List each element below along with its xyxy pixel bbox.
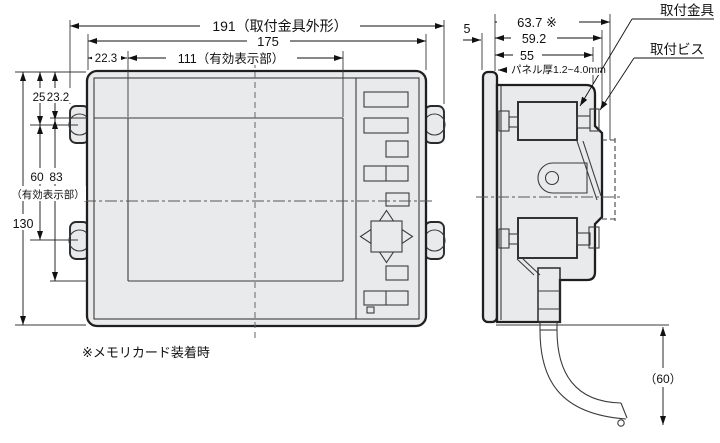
front-face-inner-edge (93, 77, 420, 320)
mount-tab-top-right (424, 105, 445, 144)
connector-neck (539, 321, 558, 331)
cable-inner-curve (556, 329, 622, 404)
button-small-1 (385, 140, 409, 158)
ground-tab-hole (544, 170, 560, 186)
side-view (476, 70, 628, 427)
memory-card-outline (602, 138, 616, 221)
button-wide-2 (363, 117, 409, 134)
dim-label-23-2: 23.2 (47, 92, 69, 104)
button-small-2 (385, 192, 410, 207)
dpad-down-arrow-icon (378, 251, 395, 264)
button-small-3 (385, 265, 409, 281)
device-body-front (85, 69, 428, 328)
mounting-bracket-upper (498, 101, 602, 201)
dim-label-63-7: 63.7 ※ (517, 15, 557, 30)
panel-thickness-note: パネル厚1.2~4.0mm (511, 64, 606, 76)
cable-connector (537, 267, 628, 427)
screw-head-upper (589, 108, 600, 132)
dim-label-22-3: 22.3 (95, 53, 117, 65)
keypad-buttons (363, 91, 410, 314)
dim-label-111: 111（有効表示部） (178, 51, 285, 66)
dim-label-5: 5 (464, 22, 471, 36)
dimension-labels: 191（取付金具外形） 175 22.3 111（有効表示部） 25 23.2 … (9, 3, 714, 387)
mounting-screw-label: 取付ビス (650, 42, 704, 57)
indicator-square (366, 306, 375, 314)
dpad-up-arrow-icon (378, 209, 395, 222)
cable-outer-curve (539, 329, 627, 420)
dim-label-display-note: （有効表示部） (11, 188, 85, 201)
dpad-right-arrow-icon (401, 228, 414, 245)
mount-tab-bottom-right (424, 221, 445, 260)
memory-card-footnote: ※メモリカード装着時 (82, 345, 210, 360)
button-wide-1 (363, 91, 409, 108)
mounting-bracket-lower (498, 217, 600, 276)
dim-label-59-2: 59.2 (522, 32, 546, 46)
dim-label-25: 25 (33, 92, 46, 104)
cable-end-nub (617, 419, 625, 427)
ground-tab (537, 162, 588, 194)
dim-label-60: 60 (30, 170, 44, 184)
dpad-left-arrow-icon (359, 228, 372, 245)
display-area (94, 117, 344, 282)
dim-label-55: 55 (520, 49, 534, 63)
screw-head-lower (588, 226, 600, 249)
dim-label-83: 83 (49, 170, 63, 184)
dim-label-191: 191（取付金具外形） (212, 18, 347, 34)
directional-pad (359, 209, 414, 264)
dim-label-130: 130 (13, 217, 34, 231)
front-view (68, 62, 446, 340)
dim-label-175: 175 (257, 34, 279, 49)
mounting-bracket-label: 取付金具 (660, 3, 714, 18)
dim-label-60-cable: （60） (644, 372, 681, 386)
